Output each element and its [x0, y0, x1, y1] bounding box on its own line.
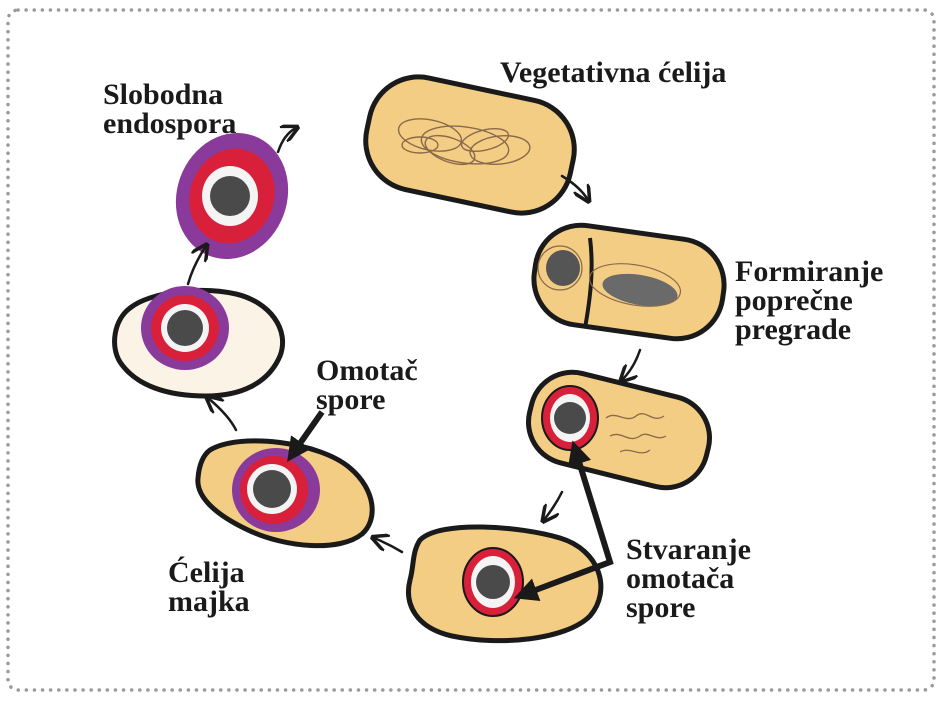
label-free-endospore: Slobodna endospora	[103, 80, 236, 138]
label-line: spore	[626, 593, 751, 622]
vegetative-cell	[356, 68, 583, 223]
forespore-nucleoid	[546, 250, 580, 286]
label-line: Omotač	[316, 356, 418, 385]
arrow-mother-to-lysing	[208, 398, 236, 430]
label-line: majka	[168, 587, 250, 616]
label-spore-coat-formation: Stvaranje omotača spore	[626, 535, 751, 622]
label-line: pregrade	[735, 315, 883, 344]
coat-formation-cell	[409, 527, 601, 641]
label-mother-cell: Ćelija majka	[168, 558, 250, 616]
label-line: Vegetativna ćelija	[500, 58, 726, 87]
mother-cell	[198, 441, 372, 546]
arrow-spore-to-vegetative	[278, 128, 296, 152]
arrow-septum-to-engulfment	[622, 350, 640, 380]
label-vegetative-cell: Vegetativna ćelija	[500, 58, 726, 87]
label-line: Formiranje	[735, 257, 883, 286]
label-line: spore	[316, 385, 418, 414]
engulfment-cell	[520, 363, 719, 496]
arrow-lysing-to-spore	[188, 246, 206, 284]
label-line: poprečne	[735, 286, 883, 315]
label-line: endospora	[103, 109, 236, 138]
lysing-cell	[115, 286, 283, 396]
label-septum-formation: Formiranje poprečne pregrade	[735, 257, 883, 344]
arrow-engulfment-to-coat	[544, 492, 562, 520]
label-line: Slobodna	[103, 80, 236, 109]
label-spore-coat: Omotač spore	[316, 356, 418, 414]
septum-formation-cell	[528, 219, 730, 344]
label-line: Stvaranje	[626, 535, 751, 564]
label-line: Ćelija	[168, 558, 250, 587]
arrow-coat-to-mother	[374, 538, 402, 552]
label-line: omotača	[626, 564, 751, 593]
